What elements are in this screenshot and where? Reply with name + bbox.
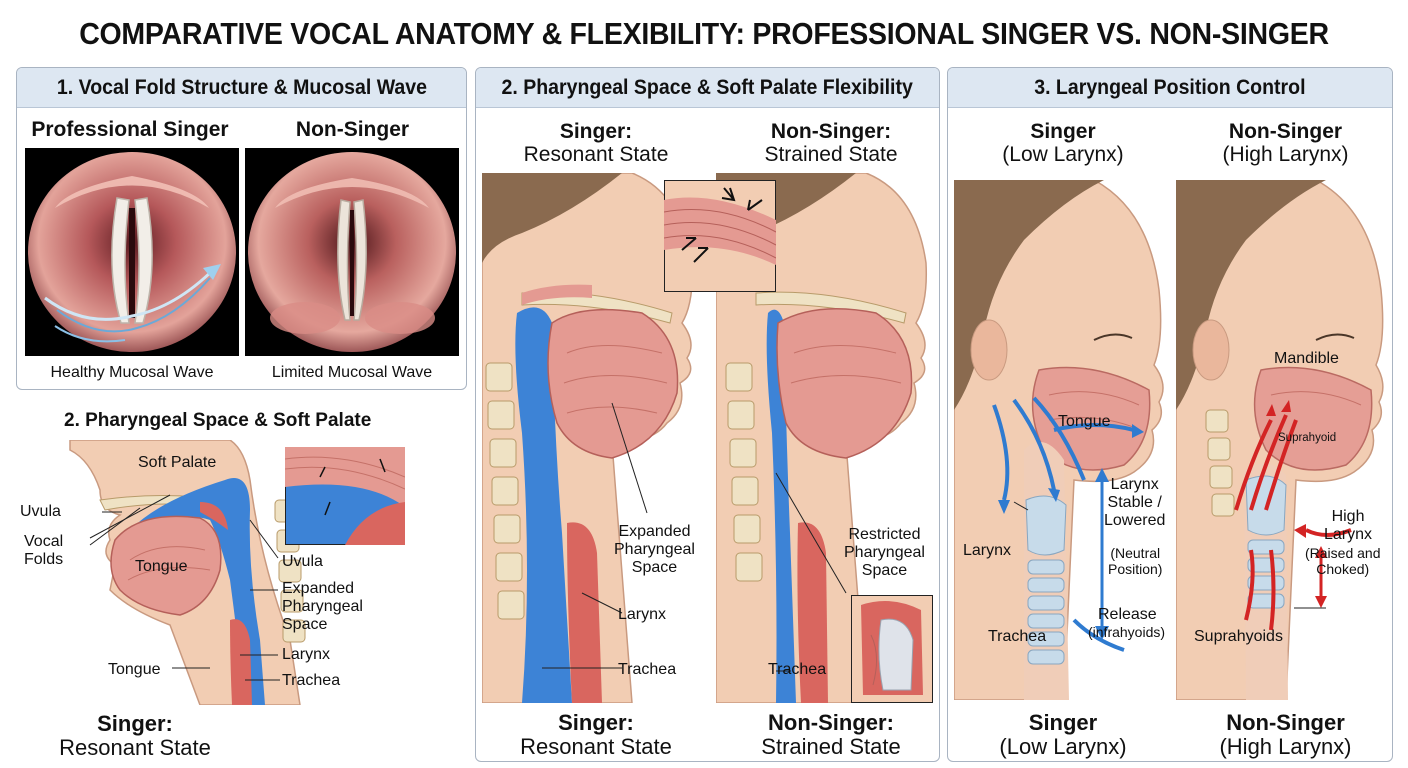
pharyngeal-restricted-label: Restricted Pharyngeal Space <box>844 526 925 580</box>
panel-pharyngeal-header: 2. Pharyngeal Space & Soft Palate Flexib… <box>476 68 939 108</box>
pharyngeal-expanded-label: Expanded Pharyngeal Space <box>614 523 695 577</box>
laryngeal-suprahyoid-label: Suprahyoid <box>1278 432 1336 445</box>
vocal-folds-nonsinger-image <box>245 148 459 356</box>
small-tongue-lower-label: Tongue <box>108 661 161 679</box>
panel-vocal-folds-header: 1. Vocal Fold Structure & Mucosal Wave <box>17 68 466 108</box>
panel-vocal-folds: 1. Vocal Fold Structure & Mucosal Wave P… <box>16 67 467 390</box>
vocal-folds-singer-caption: Healthy Mucosal Wave <box>25 364 239 382</box>
laryngeal-tongue-label: Tongue <box>1058 413 1111 431</box>
laryngeal-trachea-label: Trachea <box>988 628 1046 646</box>
small-section-title: 2. Pharyngeal Space & Soft Palate <box>64 410 371 432</box>
small-uvula-right-label: Uvula <box>282 553 323 571</box>
small-trachea-label: Trachea <box>282 672 340 690</box>
pharyngeal-bottom-left-title: Singer:Resonant State <box>496 711 696 759</box>
soft-palate-inset-image <box>664 180 776 292</box>
laryngeal-larynx-label: Larynx <box>963 542 1011 560</box>
laryngeal-suprahyoids-label: Suprahyoids <box>1194 628 1283 646</box>
laryngeal-mandible-label: Mandible <box>1274 350 1339 368</box>
panel-laryngeal-header: 3. Laryngeal Position Control <box>948 68 1392 108</box>
pharyngeal-singer-subhead: Singer:Resonant State <box>496 120 696 166</box>
laryngeal-infrahyoids-label: (infrahyoids) <box>1088 625 1165 641</box>
vocal-folds-singer-title: Professional Singer <box>25 118 235 141</box>
vocal-folds-nonsinger-title: Non-Singer <box>245 118 460 141</box>
larynx-inset-image <box>851 595 933 703</box>
soft-palate-inset-small-image <box>285 447 405 545</box>
pharyngeal-nonsinger-subhead: Non-Singer:Strained State <box>726 120 936 166</box>
laryngeal-nonsinger-subhead: Non-Singer(High Larynx) <box>1183 120 1388 166</box>
small-uvula-left-label: Uvula <box>20 503 61 521</box>
pharyngeal-bottom-right-title: Non-Singer:Strained State <box>726 711 936 759</box>
small-larynx-label: Larynx <box>282 646 330 664</box>
laryngeal-raised-label: (Raised and Choked) <box>1305 546 1381 577</box>
laryngeal-stable-label: Larynx Stable / Lowered <box>1104 476 1165 530</box>
pharyngeal-trachea-right-label: Trachea <box>768 661 826 679</box>
laryngeal-neutral-label: (Neutral Position) <box>1108 546 1162 577</box>
laryngeal-singer-subhead: Singer(Low Larynx) <box>963 120 1163 166</box>
laryngeal-release-label: Release <box>1098 606 1157 624</box>
panel-pharyngeal: 2. Pharyngeal Space & Soft Palate Flexib… <box>475 67 940 762</box>
pharyngeal-larynx-label: Larynx <box>618 606 666 624</box>
panel-laryngeal: 3. Laryngeal Position Control Singer(Low… <box>947 67 1393 762</box>
small-bottom-title: Singer:Resonant State <box>40 712 230 760</box>
laryngeal-bottom-left-title: Singer(Low Larynx) <box>963 711 1163 759</box>
small-expanded-label: Expanded Pharyngeal Space <box>282 580 363 634</box>
small-vocal-folds-label: Vocal Folds <box>24 533 63 569</box>
laryngeal-high-larynx-label: High Larynx <box>1324 508 1372 544</box>
laryngeal-bottom-right-title: Non-Singer(High Larynx) <box>1183 711 1388 759</box>
vocal-folds-singer-image <box>25 148 239 356</box>
pharyngeal-trachea-left-label: Trachea <box>618 661 676 679</box>
page-title: COMPARATIVE VOCAL ANATOMY & FLEXIBILITY:… <box>56 16 1351 52</box>
vocal-folds-nonsinger-caption: Limited Mucosal Wave <box>245 364 459 382</box>
small-soft-palate-label: Soft Palate <box>138 454 216 472</box>
small-tongue-inner-label: Tongue <box>135 558 188 576</box>
